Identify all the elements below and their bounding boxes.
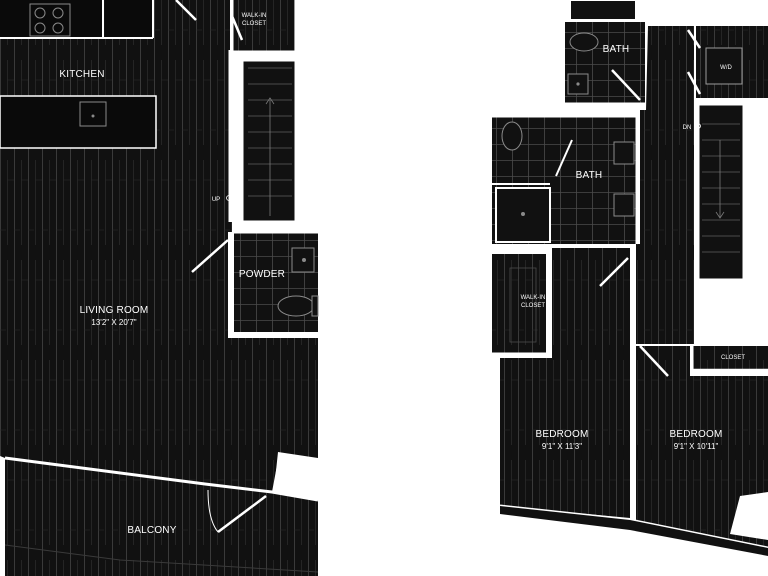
- walkin-closet-lower-label-1: WALK-IN: [521, 295, 546, 301]
- bedroom-2-dimensions: 9'1" X 10'11": [674, 442, 719, 451]
- bath-mid-sink-icon: [613, 141, 635, 217]
- sink-icon: [79, 101, 107, 127]
- bedroom-2-label: BEDROOM: [669, 429, 722, 440]
- bedroom-1-floor: [500, 248, 630, 518]
- washer-dryer-label: W/D: [720, 65, 732, 71]
- bath-top-tub: [569, 0, 637, 21]
- kitchen-counter-top: [0, 0, 103, 38]
- kitchen-cabinet-top-right: [105, 0, 153, 38]
- stair-down-marker: [695, 123, 701, 129]
- upper-hallway: [636, 26, 694, 344]
- walkin-closet-upper: [232, 0, 296, 52]
- stair-up-label: UP: [212, 197, 220, 203]
- living-room-dimensions: 13'2" X 20'7": [91, 318, 136, 327]
- walkin-closet-lower: [492, 254, 546, 354]
- bedroom-1-dimensions: 9'1" X 11'3": [542, 442, 582, 451]
- walkin-closet-lower-label-2: CLOSET: [521, 303, 545, 309]
- powder-sink-icon: [291, 247, 315, 273]
- balcony-door: [217, 495, 267, 533]
- bath-mid-door: [555, 139, 573, 177]
- closet-label: CLOSET: [721, 355, 745, 361]
- walkin-closet-upper-label-2: CLOSET: [242, 21, 266, 27]
- bedroom-1-label: BEDROOM: [535, 429, 588, 440]
- stair-down-label: DN: [683, 125, 692, 131]
- balcony-label: BALCONY: [127, 525, 176, 536]
- kitchen-label: KITCHEN: [59, 69, 104, 80]
- bath-top-door: [611, 69, 641, 101]
- stair-down: [696, 102, 746, 282]
- powder-door: [191, 239, 229, 273]
- powder-toilet-icon: [277, 295, 319, 317]
- wd-door-2: [686, 71, 702, 95]
- closet-door-upper: [230, 15, 244, 41]
- bath-top-label: BATH: [603, 44, 630, 55]
- living-room-label: LIVING ROOM: [80, 305, 149, 316]
- balcony-railing-line: [4, 456, 319, 502]
- stair-up: [240, 58, 298, 224]
- bedroom-1-door: [599, 257, 629, 287]
- bath-top-toilet-icon: [569, 32, 599, 52]
- bedroom-2-floor: [636, 346, 768, 548]
- cooktop-icon: [29, 3, 71, 37]
- bedroom-2-door: [639, 345, 669, 377]
- bath-mid-label: BATH: [576, 170, 603, 181]
- left-unit: [0, 0, 319, 576]
- closet-room: [692, 346, 768, 370]
- balcony-floor: [5, 458, 318, 576]
- powder-label: POWDER: [239, 269, 285, 280]
- washer-dryer-unit: [705, 47, 743, 85]
- walkin-closet-upper-label-1: WALK-IN: [242, 13, 267, 19]
- stair-up-marker: [226, 195, 232, 201]
- wd-door-1: [686, 29, 702, 49]
- bath-top-sink-icon: [567, 73, 589, 95]
- right-unit: [492, 0, 768, 556]
- kitchen-door-top: [175, 0, 197, 21]
- kitchen-island: [0, 95, 157, 149]
- bath-mid-toilet-icon: [501, 121, 523, 151]
- powder-room: [234, 232, 318, 332]
